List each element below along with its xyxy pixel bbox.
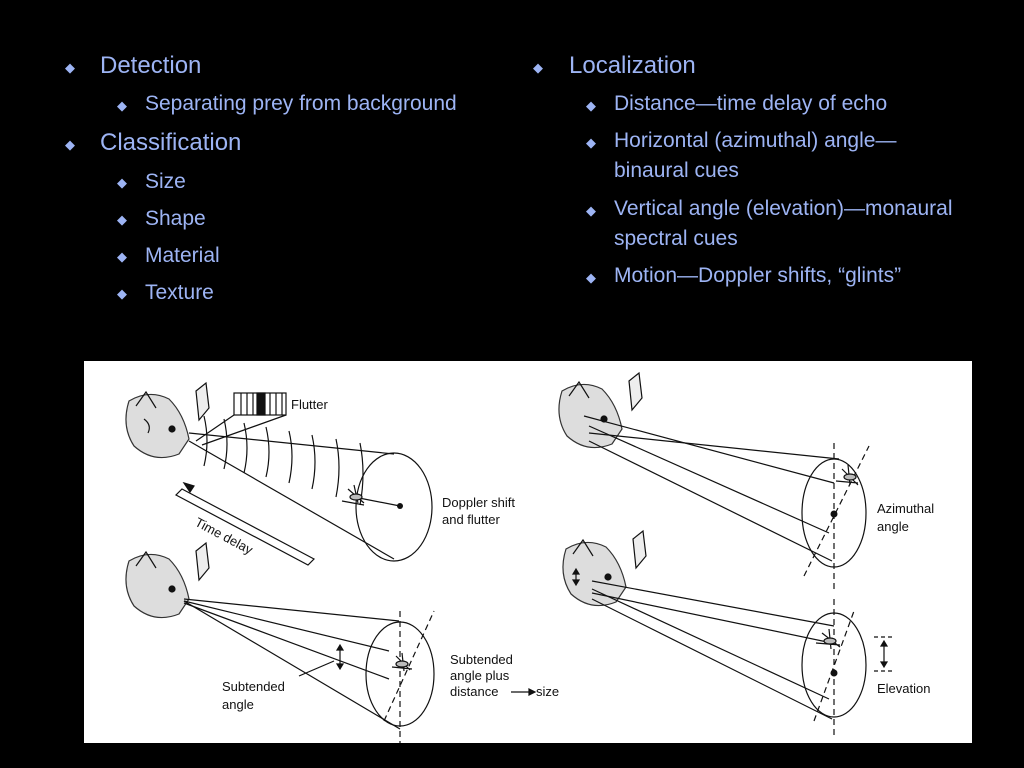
label-elevation: Elevation: [877, 681, 930, 696]
diamond-bullet-icon: ◆: [586, 98, 596, 113]
bat-head-icon: [125, 381, 210, 459]
label-subtplus-size: size: [536, 684, 559, 699]
label-azimuthal-line1: Azimuthal: [877, 501, 934, 516]
label-azimuthal-line2: angle: [877, 519, 909, 534]
diamond-bullet-icon: ◆: [65, 60, 75, 75]
echolocation-figure: Flutter Time delay Doppler shift and flu…: [84, 361, 972, 743]
label-subtended-line2: angle: [222, 697, 254, 712]
diamond-bullet-icon: ◆: [117, 98, 127, 113]
diamond-bullet-icon: ◆: [117, 286, 127, 301]
diamond-bullet-icon: ◆: [117, 249, 127, 264]
sub-bullet-vertical: Vertical angle (elevation)—monaural: [614, 197, 953, 220]
label-subtended-line1: Subtended: [222, 679, 285, 694]
bullet-detection: Detection: [100, 52, 202, 79]
echolocation-diagram: Flutter Time delay Doppler shift and flu…: [125, 371, 934, 743]
bat-head-icon: [125, 541, 210, 619]
sound-wave-arcs: [203, 415, 364, 506]
insect-icon: [835, 464, 859, 486]
label-subtplus-line3: distance: [450, 684, 498, 699]
sub-bullet-distance: Distance—time delay of echo: [614, 92, 888, 115]
insect-icon: [815, 628, 841, 650]
sub-bullet-material: Material: [145, 244, 220, 267]
label-subtplus-line1: Subtended: [450, 652, 513, 667]
label-doppler-line1: Doppler shift: [442, 495, 515, 510]
insect-icon: [391, 652, 413, 672]
diamond-bullet-icon: ◆: [117, 175, 127, 190]
bat-head-icon: [558, 371, 643, 449]
sub-bullet-motion: Motion—Doppler shifts, “glints”: [614, 264, 902, 287]
sub-bullet-horizontal: Horizontal (azimuthal) angle—: [614, 129, 897, 152]
diamond-bullet-icon: ◆: [586, 270, 596, 285]
sub-bullet-horizontal-cont: binaural cues: [614, 159, 739, 182]
label-subtplus-line2: angle plus: [450, 668, 510, 683]
time-delay-arrow: [175, 481, 315, 566]
sub-bullet-texture: Texture: [145, 281, 214, 304]
sub-bullet-vertical-cont: spectral cues: [614, 227, 738, 250]
diamond-bullet-icon: ◆: [586, 203, 596, 218]
bullet-classification: Classification: [100, 129, 242, 156]
diamond-bullet-icon: ◆: [65, 137, 75, 152]
target-disc: [355, 452, 433, 562]
label-doppler-line2: and flutter: [442, 512, 500, 527]
bullet-localization: Localization: [569, 52, 696, 79]
flutter-box-icon: [195, 392, 287, 446]
diamond-bullet-icon: ◆: [117, 212, 127, 227]
sub-bullet-separating: Separating prey from background: [145, 92, 457, 115]
diamond-bullet-icon: ◆: [533, 60, 543, 75]
diamond-bullet-icon: ◆: [586, 135, 596, 150]
bat-head-icon: [562, 529, 647, 607]
label-flutter: Flutter: [291, 397, 329, 412]
insect-icon: [341, 484, 365, 506]
sub-bullet-shape: Shape: [145, 207, 206, 230]
sub-bullet-size: Size: [145, 170, 186, 193]
